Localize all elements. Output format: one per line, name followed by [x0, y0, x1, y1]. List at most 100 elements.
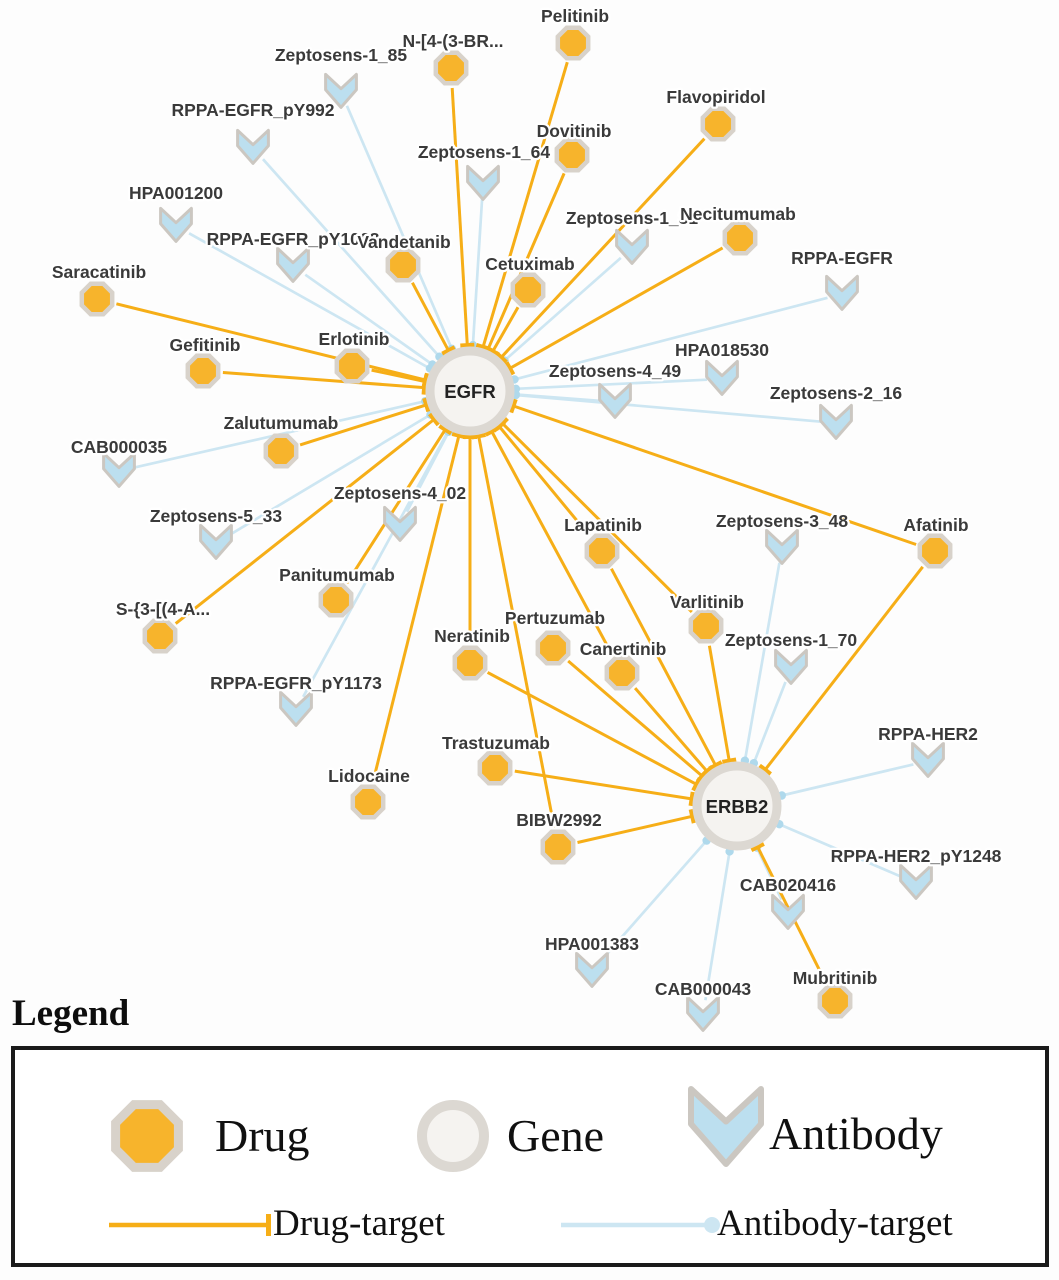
drug-target-edge	[475, 61, 569, 351]
antibody-label: RPPA-EGFR_pY1068	[207, 229, 380, 249]
drug-label: Erlotinib	[319, 329, 390, 349]
antibody-target-legend-label: Antibody-target	[717, 1203, 953, 1244]
antibody-label: Zeptosens-4_49	[549, 361, 682, 381]
drug-node[interactable]	[185, 353, 221, 389]
antibody-node[interactable]	[765, 528, 799, 565]
drug-label: BIBW2992	[516, 810, 602, 830]
drug-node[interactable]	[604, 655, 640, 691]
drug-node[interactable]	[385, 247, 421, 283]
drug-target-edge	[577, 809, 696, 844]
antibody-target-edge	[740, 562, 781, 765]
antibody-node[interactable]	[236, 128, 270, 165]
drug-node[interactable]	[510, 272, 546, 308]
drug-target-edge	[504, 246, 724, 376]
antibody-node[interactable]	[686, 995, 720, 1032]
drug-node[interactable]	[79, 281, 115, 317]
antibody-node[interactable]	[159, 206, 193, 243]
drug-node[interactable]	[917, 533, 953, 569]
drug-node[interactable]	[318, 582, 354, 618]
drug-node[interactable]	[584, 533, 620, 569]
drug-node[interactable]	[817, 983, 853, 1019]
antibody-node[interactable]	[383, 505, 417, 542]
antibody-node[interactable]	[819, 403, 853, 440]
drug-target-edge	[610, 567, 723, 771]
antibody-label: CAB020416	[740, 875, 837, 895]
antibody-node[interactable]	[102, 451, 136, 488]
antibody-node[interactable]	[575, 951, 609, 988]
antibody-node[interactable]	[324, 72, 358, 109]
drug-node[interactable]	[350, 784, 386, 820]
antibody-node[interactable]	[276, 246, 310, 283]
drug-target-legend-label: Drug-target	[273, 1203, 445, 1244]
antibody-node[interactable]	[825, 274, 859, 311]
drug-label: N-[4-(3-BR...	[402, 31, 503, 51]
drug-target-edge	[492, 420, 591, 537]
drug-node[interactable]	[334, 348, 370, 384]
antibody-target-edge	[704, 847, 734, 1001]
antibody-label: HPA001200	[129, 183, 223, 203]
drug-label: Trastuzumab	[442, 733, 550, 753]
antibody-node[interactable]	[598, 382, 632, 419]
drug-target-edge	[299, 397, 431, 447]
antibody-target-edge	[777, 763, 914, 800]
drug-node[interactable]	[555, 25, 591, 61]
drug-node[interactable]	[452, 645, 488, 681]
antibody-node[interactable]	[899, 863, 933, 900]
drug-node[interactable]	[433, 50, 469, 86]
antibody-label: Zeptosens-1_85	[275, 45, 408, 65]
antibody-node[interactable]	[771, 893, 805, 930]
antibody-node[interactable]	[705, 359, 739, 396]
drug-target-edge	[480, 172, 566, 354]
gene-node-egfr[interactable]	[425, 346, 515, 436]
drug-node[interactable]	[540, 829, 576, 865]
antibody-node[interactable]	[911, 741, 945, 778]
drug-label: Mubritinib	[793, 968, 878, 988]
drug-target-edge	[450, 87, 475, 348]
legend-box: Drug Gene Antibody Drug-target Antibody-…	[11, 1046, 1049, 1267]
antibody-target-edge	[261, 158, 444, 361]
drug-target-edge	[633, 687, 714, 778]
drug-label: Panitumumab	[279, 565, 395, 585]
drug-node[interactable]	[535, 630, 571, 666]
drug-node[interactable]	[263, 433, 299, 469]
drug-label: Lidocaine	[328, 766, 410, 786]
antibody-node[interactable]	[199, 523, 233, 560]
drug-node[interactable]	[700, 106, 736, 142]
drug-target-edge	[471, 432, 556, 828]
drug-label: Varlitinib	[670, 592, 744, 612]
drug-label: S-{3-[(4-A...	[116, 599, 210, 619]
drug-node[interactable]	[722, 220, 758, 256]
gene-legend-label: Gene	[507, 1110, 605, 1161]
drug-legend-icon	[111, 1100, 183, 1172]
drug-target-edge	[486, 671, 702, 792]
gene-node-erbb2[interactable]	[692, 761, 782, 851]
drug-label: Cetuximab	[485, 254, 574, 274]
drug-node[interactable]	[477, 750, 513, 786]
antibody-node[interactable]	[774, 648, 808, 685]
drug-label: Necitumumab	[680, 204, 796, 224]
antibody-node[interactable]	[279, 690, 313, 727]
drug-label: Gefitinib	[170, 335, 241, 355]
drug-target-edge	[496, 417, 693, 613]
drug-label: Vandetanib	[357, 232, 450, 252]
drug-target-edge	[509, 398, 917, 546]
drug-node[interactable]	[688, 608, 724, 644]
legend-title: Legend	[12, 993, 130, 1034]
antibody-label: Zeptosens-3_48	[716, 511, 849, 531]
drug-node[interactable]	[554, 137, 590, 173]
antibody-node[interactable]	[615, 228, 649, 265]
antibody-label: CAB000043	[655, 979, 752, 999]
drug-label: Neratinib	[434, 626, 510, 646]
antibody-target-edge	[600, 836, 711, 961]
drug-target-edge	[514, 769, 695, 807]
antibody-target-edge	[468, 198, 484, 350]
antibody-label: RPPA-HER2_pY1248	[831, 846, 1002, 866]
drug-label: Flavopiridol	[666, 87, 765, 107]
antibody-node[interactable]	[466, 164, 500, 201]
antibody-label: RPPA-EGFR	[791, 248, 893, 268]
antibody-label: RPPA-EGFR_pY1173	[210, 673, 382, 693]
drug-label: Canertinib	[580, 639, 667, 659]
drug-target-edge	[371, 368, 429, 389]
drug-node[interactable]	[142, 618, 178, 654]
